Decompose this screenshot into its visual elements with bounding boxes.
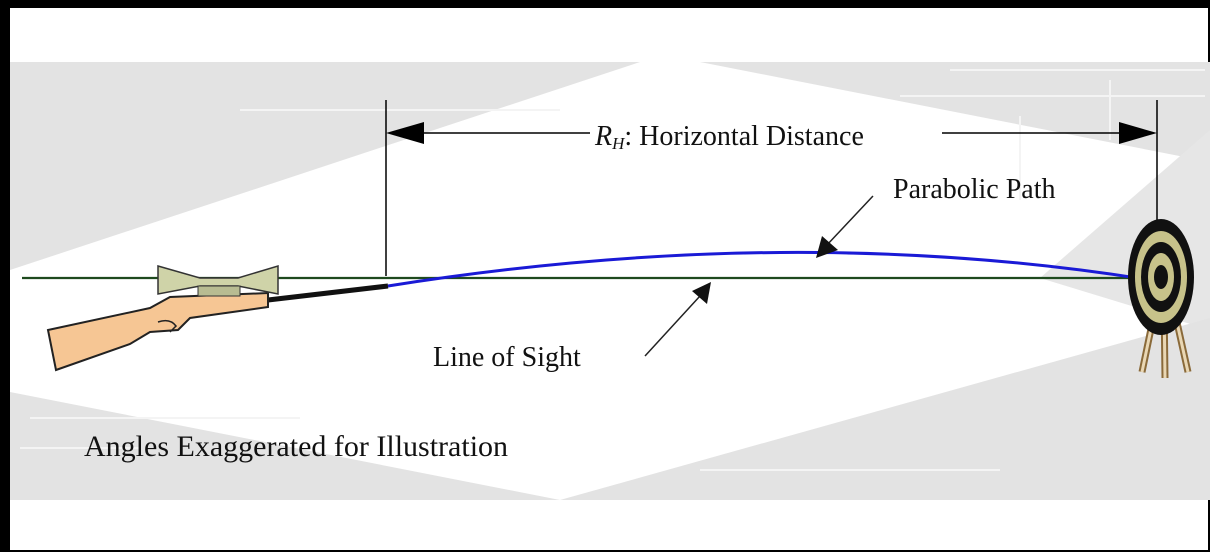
rifle-stock (46, 291, 269, 372)
rifle-scope (157, 264, 279, 295)
horizontal-distance-label: RH: Horizontal Distance (594, 121, 864, 153)
parabolic-path-label: Parabolic Path (893, 174, 1056, 205)
parabolic-path-leader (825, 195, 874, 247)
exaggeration-note: Angles Exaggerated for Illustration (84, 430, 508, 463)
scope-mount (197, 285, 241, 297)
target-bullseye (1154, 265, 1168, 289)
dimension-arrow-left (386, 122, 424, 144)
rifle-icon (46, 264, 389, 372)
line-of-sight-arrowhead (692, 282, 711, 304)
line-of-sight-callout: Line of Sight (433, 282, 711, 373)
parabolic-path (387, 250, 1151, 288)
line-of-sight-leader (644, 295, 701, 357)
parabolic-path-callout: Parabolic Path (816, 174, 1056, 258)
rifle-trigger-guard (157, 319, 177, 333)
parabolic-path-arrowhead (816, 236, 838, 258)
dimension-arrow-right (1119, 122, 1157, 144)
target-icon (1128, 219, 1194, 379)
line-of-sight-label: Line of Sight (433, 342, 581, 373)
background-bands (10, 62, 1210, 500)
horizontal-distance-dimension: RH: Horizontal Distance (385, 100, 1158, 276)
rifle-barrel (267, 283, 389, 303)
